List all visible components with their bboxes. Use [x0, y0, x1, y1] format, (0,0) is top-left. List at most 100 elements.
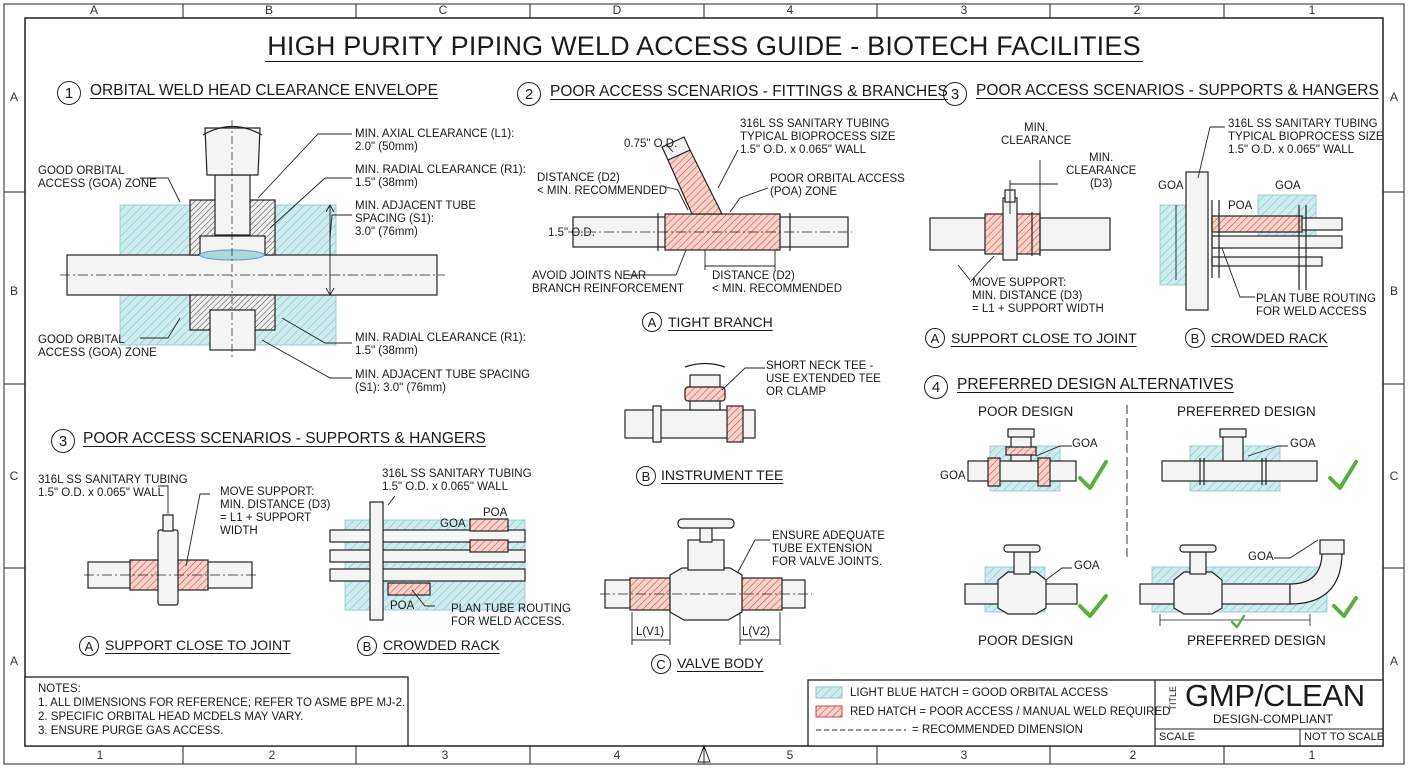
col-label-bottom-2: 2 [268, 748, 276, 762]
note-line: 3. ENSURE PURGE GAS ACCESS. [38, 725, 224, 737]
subfigure-letter: B [1185, 328, 1205, 348]
crowded-rack-right-diagram [1159, 126, 1343, 311]
callout-label: GOA [1290, 438, 1316, 450]
callout-label: PLAN TUBE ROUTING FOR WELD ACCESS. [451, 603, 571, 628]
notes-heading: NOTES: [38, 683, 81, 695]
section-number: 3 [51, 429, 75, 453]
support-close-joint-left-diagram [84, 485, 258, 606]
section-number: 1 [57, 81, 81, 105]
section-heading: POOR ACCESS SCENARIOS - SUPPORTS & HANGE… [976, 82, 1379, 99]
callout-label: MOVE SUPPORT: MIN. DISTANCE (D3) = L1 + … [972, 277, 1104, 315]
valve-body-diagram [600, 518, 812, 645]
legend-box [807, 679, 1384, 747]
title-block-subtitle: DESIGN-COMPLIANT [1213, 712, 1334, 726]
section-heading: POOR ACCESS SCENARIOS - SUPPORTS & HANGE… [83, 430, 486, 447]
subfigure-letter: C [651, 654, 671, 674]
design-label: PREFERRED DESIGN [1177, 404, 1316, 419]
sheet-border [3, 3, 1405, 765]
subfigure-letter: B [357, 636, 377, 656]
callout-label: 316L SS SANITARY TUBING 1.5" O.D. x 0.06… [382, 468, 532, 493]
col-label-bottom-4: 4 [613, 748, 621, 762]
col-label-bottom-7: 2 [1129, 748, 1137, 762]
row-label-right-1: A [1389, 90, 1398, 104]
design-label: POOR DESIGN [978, 404, 1074, 419]
row-label-left-1: A [9, 90, 18, 104]
note-line: 2. SPECIFIC ORBITAL HEAD MCDELS MAY VARY… [38, 711, 304, 723]
callout-label: MIN. RADIAL CLEARANCE (R1): 1.5" (38mm) [355, 332, 526, 357]
title-block-label: TITLE [1168, 686, 1178, 711]
col-label-bottom-1: 1 [96, 748, 104, 762]
subfigure-caption: TIGHT BRANCH [668, 314, 773, 330]
section-heading: ORBITAL WELD HEAD CLEARANCE ENVELOPE [90, 82, 438, 99]
note-line: 1. ALL DIMENSIONS FOR REFERENCE; REFER T… [38, 697, 406, 709]
callout-label: DISTANCE (D2) < MIN. RECOMMENDED [537, 172, 668, 197]
design-label: POOR DESIGN [978, 633, 1074, 648]
callout-label: GOOD ORBITAL ACCESS (GOA) ZONE [38, 334, 157, 359]
callout-label: POA [1228, 200, 1253, 212]
callout-label: DISTANCE (D2) < MIN. RECOMMENDED [712, 270, 843, 295]
callout-label: POOR ORBITAL ACCESS (POA) ZONE [770, 173, 905, 198]
callout-label: GOA [440, 518, 466, 530]
callout-label: POA [483, 507, 508, 519]
page-title: HIGH PURITY PIPING WELD ACCESS GUIDE - B… [265, 31, 1143, 62]
callout-label: GOOD ORBITAL ACCESS (GOA) ZONE [38, 165, 157, 190]
row-label-left-2: B [9, 284, 18, 298]
subfigure-letter: B [636, 466, 656, 486]
row-label-left-4: A [9, 654, 18, 668]
callout-label: 316L SS SANITARY TUBING TYPICAL BIOPROCE… [740, 118, 896, 156]
col-label-bottom-3: 3 [441, 748, 449, 762]
callout-label: GOA [1072, 438, 1098, 450]
callout-label: MIN. RADIAL CLEARANCE (R1): 1.5" (38mm) [355, 164, 526, 189]
col-label-top-8: 1 [1308, 3, 1316, 17]
crowded-rack-left-diagram [329, 495, 526, 621]
col-label-bottom-6: 3 [960, 748, 968, 762]
row-label-left-3: C [9, 469, 19, 483]
legend-poor-label: RED HATCH = POOR ACCESS / MANUAL WELD RE… [850, 706, 1171, 718]
scale-value: NOT TO SCALE [1304, 731, 1385, 743]
subfigure-caption: SUPPORT CLOSE TO JOINT [105, 637, 291, 653]
title-block-title: GMP/CLEAN [1185, 678, 1365, 713]
subfigure-caption: CROWDED RACK [1211, 330, 1328, 346]
callout-label: PLAN TUBE ROUTING FOR WELD ACCESS [1256, 293, 1376, 318]
row-label-right-3: C [1389, 469, 1399, 483]
callout-label: GOA [940, 470, 966, 482]
callout-label: ENSURE ADEQUATE TUBE EXTENSION FOR VALVE… [772, 530, 885, 568]
dimension-label: L(V2) [742, 626, 771, 638]
subfigure-letter: A [925, 328, 945, 348]
orbital-clearance-diagram [60, 120, 445, 379]
callout-label: SHORT NECK TEE - USE EXTENDED TEE OR CLA… [766, 360, 881, 398]
section-heading: POOR ACCESS SCENARIOS - FITTINGS & BRANC… [550, 83, 948, 100]
subfigure-caption: CROWDED RACK [383, 637, 500, 653]
callout-label: POA [390, 600, 415, 612]
legend-dimension-label: = RECOMMENDED DIMENSION [912, 724, 1083, 736]
col-label-top-1: A [89, 3, 98, 17]
callout-label: AVOID JOINTS NEAR BRANCH REINFORCEMENT [532, 270, 685, 295]
row-label-right-2: B [1389, 284, 1398, 298]
col-label-top-4: D [612, 3, 622, 17]
callout-label: MIN. CLEARANCE [1001, 122, 1072, 147]
col-label-top-3: C [438, 3, 448, 17]
callout-label: 0.75" O.D. [624, 138, 678, 150]
callout-label: GOA [1248, 551, 1274, 563]
subfigure-letter: A [642, 312, 662, 332]
support-close-joint-right-diagram [929, 160, 1111, 283]
callout-label: 316L SS SANITARY TUBING TYPICAL BIOPROCE… [1228, 118, 1384, 156]
subfigure-caption: VALVE BODY [677, 655, 764, 671]
callout-label: MOVE SUPPORT: MIN. DISTANCE (D3) = L1 + … [220, 486, 331, 537]
callout-label: MIN. CLEARANCE (D3) [1066, 152, 1137, 190]
row-label-right-4: A [1389, 654, 1398, 668]
subfigure-letter: A [79, 636, 99, 656]
subfigure-caption: SUPPORT CLOSE TO JOINT [951, 330, 1137, 346]
section-number: 4 [924, 375, 948, 399]
scale-label: SCALE [1159, 731, 1196, 743]
section-number: 3 [943, 82, 967, 106]
col-label-top-2: B [264, 3, 273, 17]
col-label-bottom-8: 1 [1308, 748, 1316, 762]
notes-box [24, 676, 409, 747]
callout-label: 316L SS SANITARY TUBING 1.5" O.D. x 0.06… [38, 474, 188, 499]
col-label-top-5: 4 [786, 3, 794, 17]
callout-label: MIN. ADJACENT TUBE SPACING (S1): 3.0" (7… [355, 200, 476, 238]
section-number: 2 [517, 82, 541, 106]
callout-label: GOA [1158, 180, 1184, 192]
